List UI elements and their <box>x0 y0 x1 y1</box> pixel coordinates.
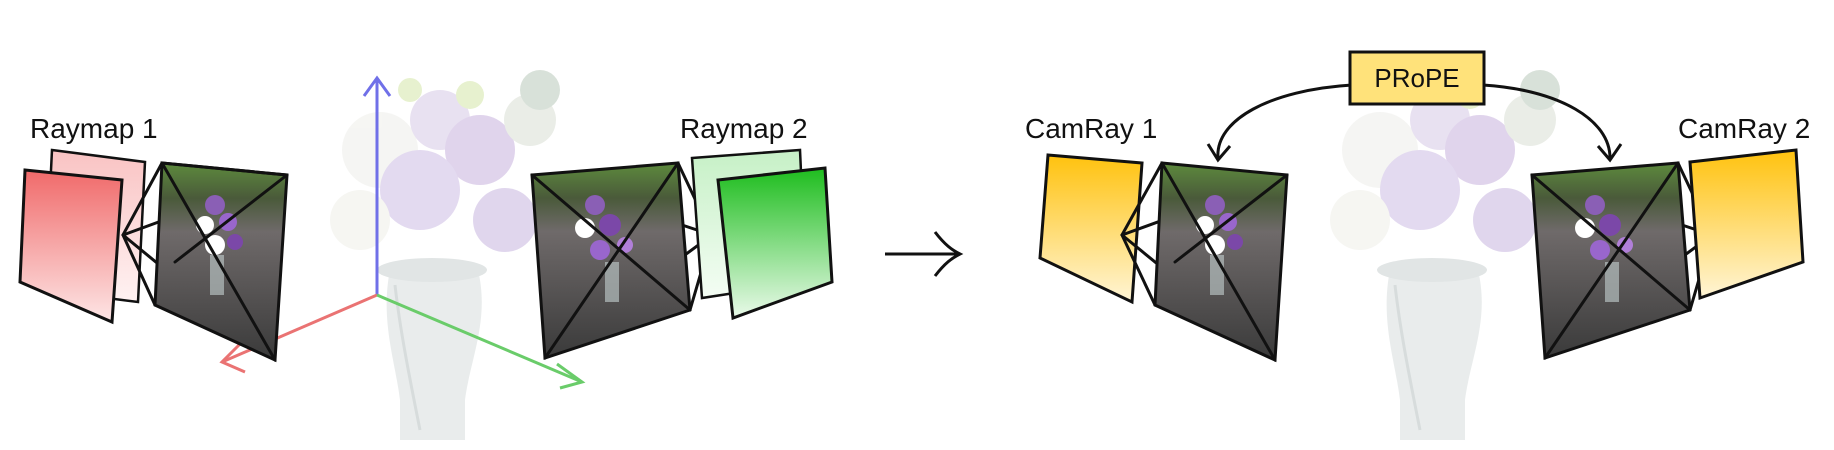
raymap-2-label: Raymap 2 <box>680 113 808 144</box>
camera-4-image-flowers <box>1575 195 1633 302</box>
raymap-2 <box>690 148 834 321</box>
prope-label: PRoPE <box>1374 63 1459 93</box>
camera-1-frustum <box>121 161 289 363</box>
camray-2-plane <box>1688 148 1805 301</box>
world-axes <box>219 75 586 390</box>
transition-arrow <box>885 231 964 277</box>
right-scene: CamRay 1 CamRay 2 <box>1025 50 1810 440</box>
raymap-1-label: Raymap 1 <box>30 113 158 144</box>
prope-arrowhead-left <box>1206 143 1232 163</box>
axis-z-arrowhead <box>556 362 586 390</box>
camera-2-frustum <box>530 161 714 361</box>
vase-bouquet-left <box>330 70 560 440</box>
prope-arc-right <box>1482 83 1612 159</box>
prope-arc-left <box>1216 83 1353 159</box>
vase-bouquet-right <box>1330 70 1560 440</box>
prope-arrowhead-right <box>1596 143 1623 163</box>
axis-x-line <box>221 293 378 364</box>
prope-box: PRoPE <box>1348 50 1486 106</box>
axis-x-arrowhead <box>219 342 246 374</box>
raymap-1 <box>18 148 147 325</box>
camera-3-frustum <box>1120 161 1289 363</box>
prope-connector <box>1206 83 1623 163</box>
axis-z-line <box>376 293 583 384</box>
camray-1-label: CamRay 1 <box>1025 113 1157 144</box>
raymap-2-front-plane <box>716 166 834 321</box>
camray-2-label: CamRay 2 <box>1678 113 1810 144</box>
axis-y-arrowhead <box>362 75 392 97</box>
camray-1-plane <box>1038 153 1144 305</box>
left-scene: Raymap 1 Raymap 2 <box>18 70 834 440</box>
camera-4-frustum <box>1530 161 1714 361</box>
raymap-1-front-plane <box>18 168 124 325</box>
